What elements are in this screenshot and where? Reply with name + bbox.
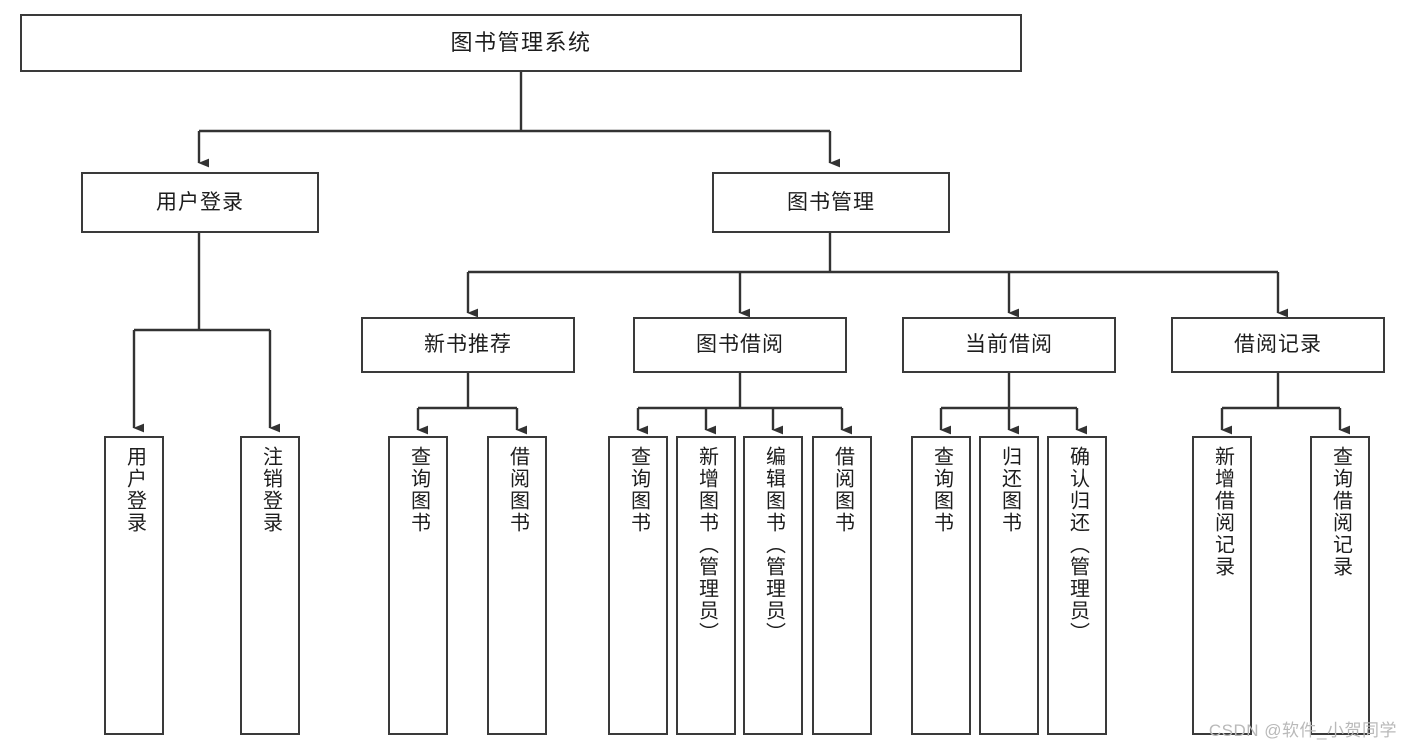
node-leaf-query-book-3[interactable]: 查询图书: [911, 436, 971, 735]
node-label: 新增图书（管理员）: [695, 446, 718, 644]
node-label: 用户登录: [156, 190, 244, 214]
node-label: 查询借阅记录: [1329, 446, 1352, 578]
node-leaf-user-login[interactable]: 用户登录: [104, 436, 164, 735]
node-label: 图书管理系统: [450, 29, 592, 55]
node-root-system[interactable]: 图书管理系统: [20, 14, 1022, 72]
node-leaf-logout[interactable]: 注销登录: [240, 436, 300, 735]
watermark-text: CSDN @软件_小贺同学: [1208, 721, 1397, 740]
node-label: 归还图书: [998, 446, 1021, 534]
node-label: 确认归还（管理员）: [1066, 446, 1089, 644]
node-current-borrow[interactable]: 当前借阅: [902, 317, 1116, 373]
node-leaf-borrow-book-1[interactable]: 借阅图书: [487, 436, 547, 735]
node-label: 新书推荐: [424, 333, 512, 357]
node-label: 查询图书: [930, 446, 953, 534]
node-label: 编辑图书（管理员）: [762, 446, 785, 644]
node-leaf-add-book[interactable]: 新增图书（管理员）: [676, 436, 736, 735]
node-leaf-query-record[interactable]: 查询借阅记录: [1310, 436, 1370, 735]
node-borrow-record[interactable]: 借阅记录: [1171, 317, 1385, 373]
node-user-login[interactable]: 用户登录: [81, 172, 319, 233]
node-label: 用户登录: [123, 446, 146, 534]
node-label: 借阅记录: [1234, 333, 1322, 357]
node-new-book-recommend[interactable]: 新书推荐: [361, 317, 575, 373]
node-leaf-query-book-2[interactable]: 查询图书: [608, 436, 668, 735]
node-label: 当前借阅: [965, 333, 1053, 357]
node-label: 借阅图书: [506, 446, 529, 534]
node-label: 新增借阅记录: [1211, 446, 1234, 578]
node-leaf-confirm-return[interactable]: 确认归还（管理员）: [1047, 436, 1107, 735]
node-label: 图书借阅: [696, 333, 784, 357]
node-label: 图书管理: [787, 190, 875, 214]
node-leaf-query-book-1[interactable]: 查询图书: [388, 436, 448, 735]
node-book-manage[interactable]: 图书管理: [712, 172, 950, 233]
node-label: 查询图书: [627, 446, 650, 534]
node-label: 注销登录: [259, 446, 282, 534]
node-label: 查询图书: [407, 446, 430, 534]
node-label: 借阅图书: [831, 446, 854, 534]
node-book-borrow[interactable]: 图书借阅: [633, 317, 847, 373]
node-leaf-borrow-book-2[interactable]: 借阅图书: [812, 436, 872, 735]
node-leaf-return-book[interactable]: 归还图书: [979, 436, 1039, 735]
node-leaf-add-record[interactable]: 新增借阅记录: [1192, 436, 1252, 735]
node-leaf-edit-book[interactable]: 编辑图书（管理员）: [743, 436, 803, 735]
